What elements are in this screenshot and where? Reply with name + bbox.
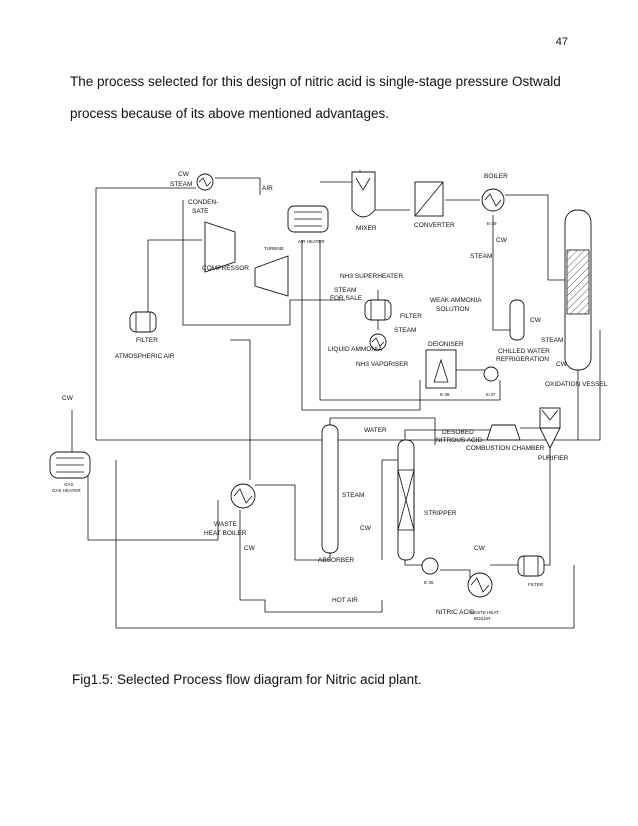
label-waste-heat-small-2: BOILER: [474, 616, 491, 621]
pipe-to-nitric: [440, 569, 471, 585]
label-converter: CONVERTER: [414, 222, 455, 229]
label-gas-heater-2: GAS HEATER: [52, 488, 81, 493]
chiller-icon: [509, 299, 525, 341]
label-steam-top: STEAM: [170, 181, 192, 188]
tag-e37: E-37: [486, 392, 496, 397]
label-gas-heater-1: GAS: [64, 482, 74, 487]
label-chilled-2: REFRIGERATION: [496, 356, 549, 363]
label-purifier: PURIFIER: [538, 455, 569, 462]
pipe-steam-sale: [289, 299, 345, 325]
pump-icon: [483, 366, 499, 382]
label-air-heater: AIR HEATER: [298, 239, 325, 244]
label-waste-heat-small-1: WASTE HEAT: [470, 610, 499, 615]
label-nh3-superheater: NH3 SUPERHEATER: [340, 273, 403, 280]
paragraph-line-1: The process selected for this design of …: [70, 74, 561, 89]
pipe-right-return: [96, 330, 601, 441]
pipe-center-vert2: [319, 240, 501, 401]
label-oxidation-vessel: OXIDATION VESSEL: [545, 381, 608, 388]
pipe-gas-heater: [80, 469, 219, 541]
pipe-boiler-down: [492, 215, 510, 331]
label-waste-1: WASTE: [214, 521, 238, 528]
nh3-superheater-icon: [364, 299, 392, 321]
tag-e39: E-39: [487, 221, 497, 226]
filter-bottom-icon: [517, 555, 545, 577]
label-desorbed-2: NITROUS ACID: [436, 437, 483, 444]
absorber-icon: [321, 424, 339, 554]
label-waste-2: HEAT BOILER: [204, 530, 247, 537]
turbine-icon: [254, 255, 289, 297]
label-cw-boiler: CW: [496, 237, 508, 244]
label-cw-ox: CW: [556, 361, 568, 368]
label-air: AIR: [262, 185, 273, 192]
pipe-bottom-return: [115, 460, 575, 629]
mixer-icon: [351, 171, 376, 218]
label-atmospheric-air: ATMOSPHERIC AIR: [115, 353, 175, 360]
pipe-waste-boiler-down: [239, 510, 383, 613]
label-turbine: TURBINE: [264, 246, 284, 251]
label-filter-mid: FILTER: [400, 313, 422, 320]
label-weak-ammonia-1: WEAK AMMONIA: [430, 297, 482, 304]
label-condensate-2: SATE: [192, 208, 209, 215]
label-boiler: BOILER: [484, 173, 508, 180]
label-hot-air: HOT AIR: [332, 597, 358, 604]
pump-bottom-icon: [421, 557, 439, 575]
combustion-chamber-icon: [486, 424, 521, 441]
label-nh3-vaporiser: NH3 VAPORISER: [356, 361, 409, 368]
label-steam-mid: STEAM: [394, 327, 416, 334]
page-number: 47: [555, 36, 568, 48]
pipe-top-left-loop: [95, 187, 196, 440]
label-nitric-acid: NITRIC ACID: [436, 609, 475, 616]
compressor-icon: [204, 221, 236, 273]
label-water: WATER: [364, 427, 387, 434]
label-steam-ox: STEAM: [541, 337, 563, 344]
label-absorber: ABSORBER: [318, 557, 354, 564]
label-chilled-1: CHILLED WATER: [498, 348, 550, 355]
pipe-boiler-to-ox: [505, 194, 565, 281]
paragraph-line-2: process because of its above mentioned a…: [70, 106, 389, 121]
label-liquid-ammonia: LIQUID AMMONIA: [328, 346, 383, 353]
pipe-filter-left: [182, 200, 290, 326]
label-desorbed-1: DESOBED: [442, 429, 474, 436]
tag-e35: E-35: [424, 580, 434, 585]
label-stripper: STRIPPER: [424, 510, 457, 517]
label-compressor: COMPRESSOR: [202, 265, 249, 272]
label-condensate-1: CONDEN-: [188, 199, 218, 206]
pipe-hot-air: [381, 459, 400, 560]
label-combustion-chamber: COMBUSTION CHAMBER: [466, 445, 545, 452]
pipe-absorber-bottom: [255, 484, 331, 561]
filter-left-icon: [129, 311, 157, 333]
pipe-to-waste-boiler: [230, 339, 251, 480]
label-steam-absorber: STEAM: [342, 492, 364, 499]
pipe-absorber-top: [329, 417, 360, 425]
label-steam-for-sale-1: STEAM: [334, 287, 356, 294]
label-cw-top: CW: [178, 171, 190, 178]
label-cw-left: CW: [62, 395, 74, 402]
label-filter-left: FILTER: [136, 337, 158, 344]
tag-e38: E-38: [440, 392, 450, 397]
label-weak-ammonia-2: SOLUTION: [436, 306, 470, 313]
label-cw-chiller: CW: [530, 317, 542, 324]
label-filter-bottom: FILTER: [528, 582, 544, 587]
pipe-compressor-line: [147, 239, 202, 318]
label-mixer: MIXER: [356, 225, 377, 232]
label-cw-waste: CW: [244, 545, 256, 552]
label-steam-for-sale-2: FOR SALE: [330, 295, 363, 302]
pipe-center-vert: [301, 240, 421, 411]
pipe-air-to-heater: [215, 177, 261, 195]
label-steam-right: STEAM: [470, 253, 492, 260]
label-cw-bottom: CW: [474, 545, 486, 552]
label-cw-absorber: CW: [360, 525, 372, 532]
pipe-water-line: [360, 417, 436, 445]
figure-caption: Fig1.5: Selected Process flow diagram fo…: [72, 672, 422, 687]
label-deioniser: DEIONISER: [428, 341, 464, 348]
